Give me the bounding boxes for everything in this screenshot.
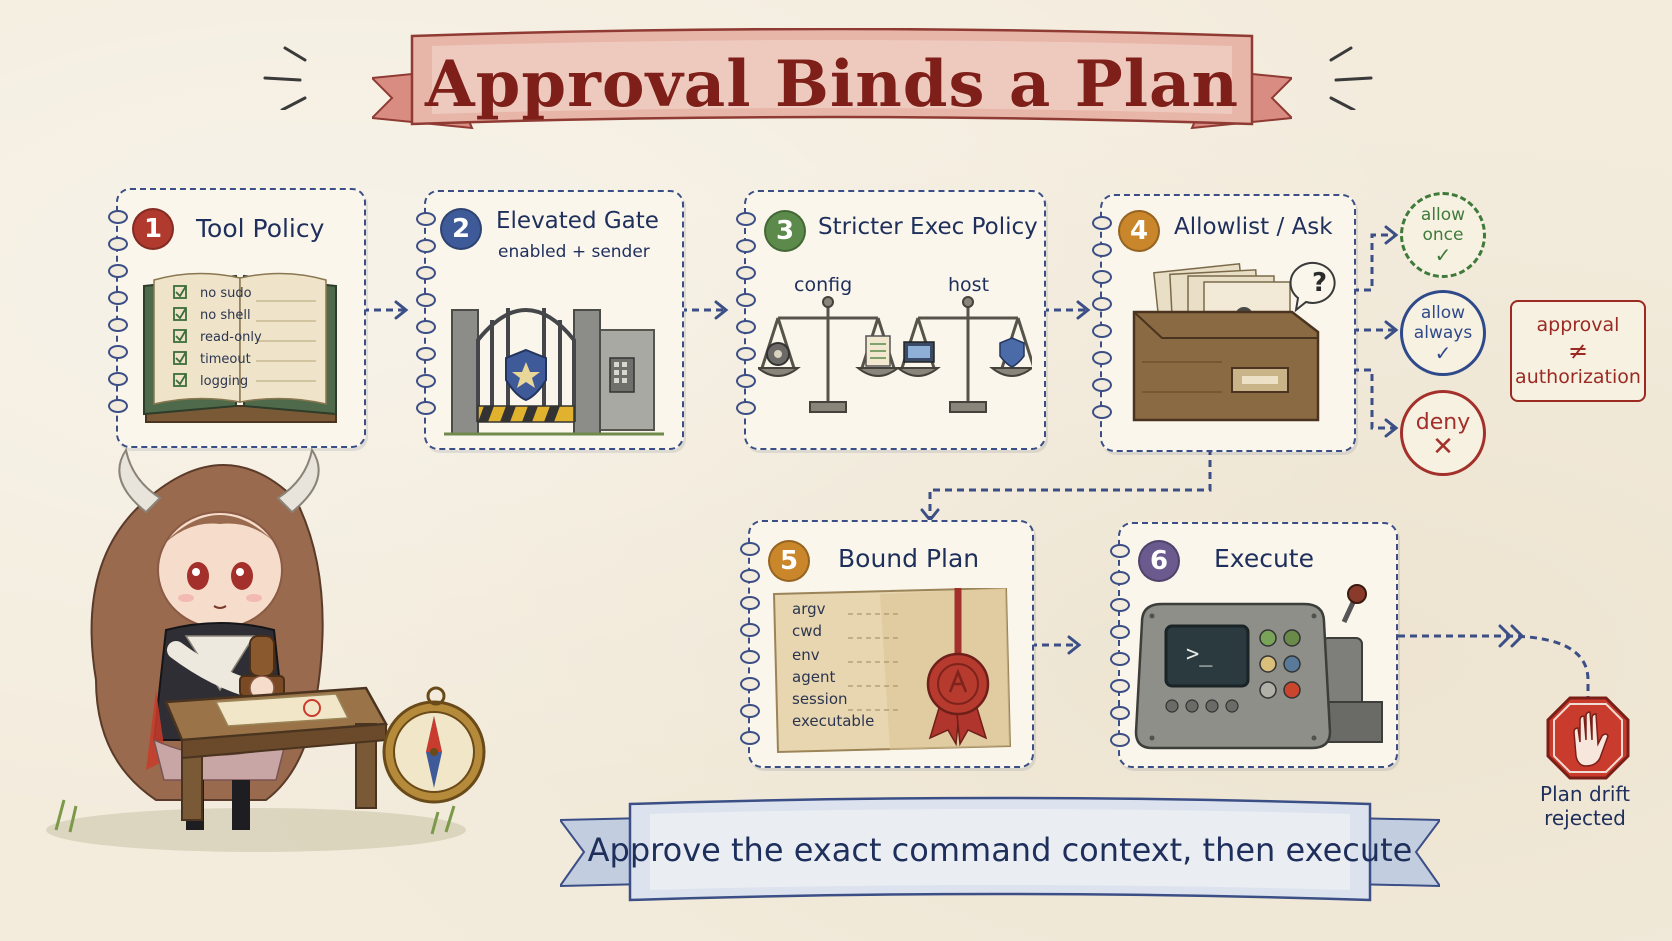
checklist-item: logging (200, 374, 249, 389)
step-number-badge: 3 (764, 210, 806, 252)
terminal-prompt-icon: >_ (1186, 642, 1213, 667)
arrow-4-deny (1352, 368, 1395, 430)
plan-field-label: session (792, 690, 848, 708)
arrow-4-once (1352, 233, 1395, 292)
plan-field-label: env (792, 646, 820, 664)
spiral-binding (740, 542, 760, 758)
decision-label: allow (1420, 303, 1466, 323)
step-card-bound-plan: 5 Bound Plan argv cwd env agent session … (740, 520, 1034, 768)
spiral-binding (736, 212, 756, 428)
scale-label-host: host (948, 274, 990, 296)
checklist-item: no shell (200, 308, 251, 323)
step-number-badge: 6 (1138, 540, 1180, 582)
plan-field-label: agent (792, 668, 836, 686)
footer-banner (558, 794, 1442, 914)
step-number-badge: 2 (440, 208, 482, 250)
step-title: Execute (1214, 544, 1314, 573)
step-card-stricter-exec-policy: 3 Stricter Exec Policy config host (736, 190, 1046, 450)
decision-allow-always: allow always ✓ (1400, 290, 1486, 376)
arrow-4-5 (928, 448, 1212, 520)
note-line: approval (1536, 314, 1620, 336)
step-title: Elevated Gate (496, 208, 659, 234)
character-illustration (46, 447, 486, 852)
step-number-badge: 5 (768, 540, 810, 582)
spiral-binding (1092, 216, 1112, 432)
footer-message: Approve the exact command context, then … (587, 831, 1413, 869)
arrow-6-drift (1398, 634, 1590, 700)
plan-field-label: argv (792, 600, 826, 618)
drift-line: Plan drift (1540, 782, 1630, 806)
question-bubble-icon: ? (1312, 268, 1328, 298)
step-number-badge: 1 (132, 208, 174, 250)
sparkle-left-icon (263, 46, 307, 110)
not-equal-icon: ≠ (1567, 337, 1589, 365)
step-card-tool-policy: 1 Tool Policy no sudo no shell read-only… (108, 188, 366, 448)
step-title: Stricter Exec Policy (818, 214, 1038, 240)
decision-deny: deny ✕ (1400, 390, 1486, 476)
footer-ribbon-icon (558, 796, 1442, 902)
decision-label: always (1413, 323, 1473, 343)
step-number-badge: 4 (1118, 210, 1160, 252)
plan-drift-label: Plan drift rejected (1525, 782, 1645, 830)
step-title: Bound Plan (838, 544, 980, 573)
stop-hand-icon (1546, 696, 1630, 780)
decision-label: deny (1415, 410, 1471, 435)
step-subtitle: enabled + sender (498, 242, 650, 262)
spiral-binding (416, 212, 436, 428)
approval-not-authorization-note: approval ≠ authorization (1510, 300, 1646, 402)
sealed-document-icon (772, 588, 1012, 754)
check-icon: ✓ (1434, 341, 1452, 365)
title-ribbon-icon (369, 27, 1295, 130)
step-card-execute: 6 Execute >_ (1110, 522, 1398, 768)
execution-machine-icon (1134, 584, 1383, 750)
decision-label: once (1422, 225, 1464, 245)
checklist-item: no sudo (200, 286, 252, 301)
note-line: authorization (1515, 366, 1641, 388)
card-file-box-icon (1132, 261, 1336, 422)
step-title: Allowlist / Ask (1174, 214, 1333, 240)
step-card-elevated-gate: 2 Elevated Gate enabled + sender (416, 190, 684, 450)
step-card-allowlist-ask: 4 Allowlist / Ask ? (1092, 194, 1356, 452)
checklist-item: read-only (200, 330, 262, 345)
checklist-item: timeout (200, 352, 251, 367)
security-gate-icon (444, 308, 664, 436)
cross-icon: ✕ (1432, 432, 1454, 462)
step-title: Tool Policy (196, 214, 325, 243)
page-title: Approval Binds a Plan (425, 46, 1239, 122)
balance-scales-icon (758, 296, 1032, 413)
title-banner: Approval Binds a Plan (369, 27, 1295, 140)
spiral-binding (1110, 544, 1130, 760)
scale-label-config: config (794, 274, 853, 296)
sparkle-right-icon (1329, 46, 1373, 110)
spiral-binding (108, 210, 128, 426)
plan-field-label: cwd (792, 622, 823, 640)
decision-allow-once: allow once ✓ (1400, 192, 1486, 278)
drift-line: rejected (1544, 806, 1626, 830)
decision-label: allow (1420, 205, 1466, 225)
policy-book-icon (143, 272, 337, 423)
plan-field-label: executable (792, 712, 875, 730)
check-icon: ✓ (1434, 243, 1452, 267)
